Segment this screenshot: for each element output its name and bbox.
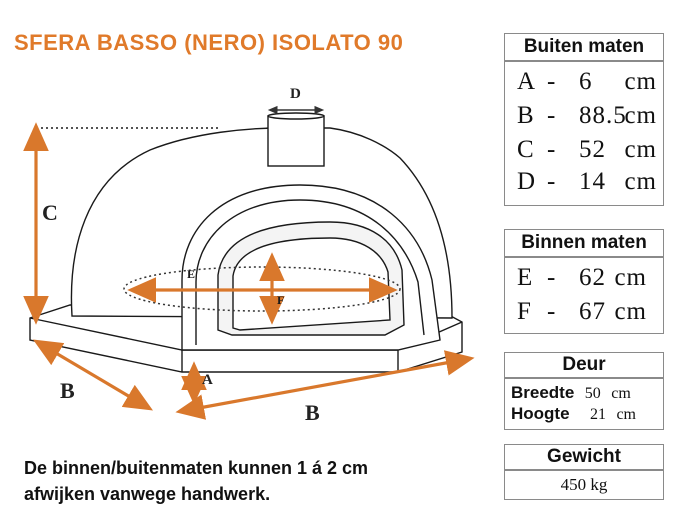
buiten-header: Buiten maten [504, 33, 664, 61]
handwork-note: De binnen/buitenmaten kunnen 1 á 2 cm af… [24, 455, 368, 507]
gewicht-header: Gewicht [504, 444, 664, 470]
oven-dome [70, 127, 453, 351]
label-b-bottom: B [305, 400, 320, 425]
b-left-arrow [32, 339, 154, 411]
label-f: F [277, 293, 285, 307]
chimney [267, 112, 325, 167]
e-guide-ellipse [123, 266, 401, 312]
b-bottom-arrow [175, 350, 475, 420]
label-a: A [202, 372, 213, 388]
gewicht-panel: 450 kg [504, 470, 664, 500]
gewicht-value: 450 kg [560, 475, 608, 494]
label-c: C [42, 200, 58, 225]
deur-header: Deur [504, 352, 664, 378]
label-b-left: B [60, 378, 75, 403]
note-line-1: De binnen/buitenmaten kunnen 1 á 2 cm [24, 458, 369, 478]
label-e: E [187, 267, 196, 281]
deur-panel: Breedte 50 cm Hoogte 21 cm [504, 378, 664, 430]
page-title: SFERA BASSO (NERO) ISOLATO 90 [14, 30, 404, 55]
label-d: D [290, 86, 301, 102]
note-line-2: afwijken vanwege handwerk. [24, 484, 271, 504]
deur-row-breedte: Breedte 50 cm [511, 383, 631, 402]
binnen-header: Binnen maten [504, 229, 664, 257]
deur-row-hoogte: Hoogte 21 cm [511, 404, 636, 423]
